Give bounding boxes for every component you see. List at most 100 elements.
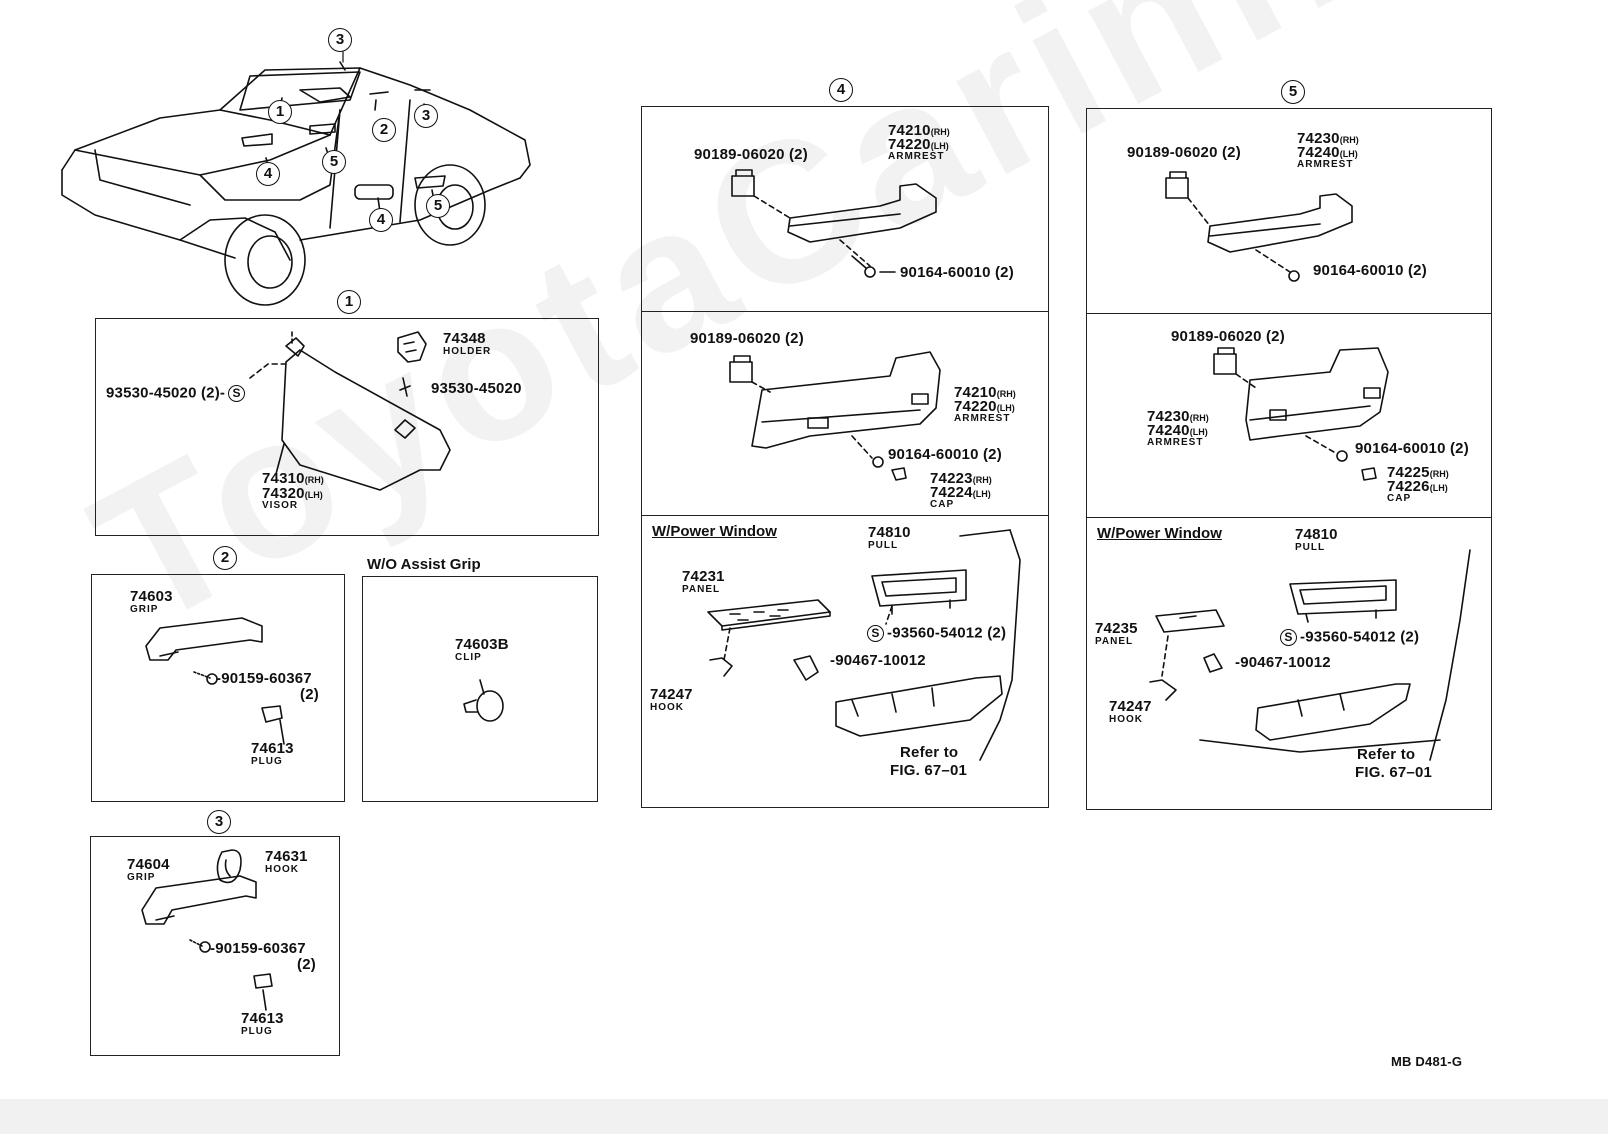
callout-5-car-door: 5 xyxy=(426,194,450,218)
grip-74603-screw-qty: (2) xyxy=(300,686,319,703)
visor-screw-right: 93530-45020 xyxy=(431,380,522,397)
s-mark-icon: S xyxy=(1280,629,1297,646)
armrest-5a-drawing xyxy=(1165,171,1353,282)
grip-74603-screw: -90159-60367 xyxy=(216,670,312,687)
armrest-4a-name: ARMREST xyxy=(888,151,945,162)
clip-name: CLIP xyxy=(455,652,482,663)
power-window-4-drawing xyxy=(707,529,1021,761)
clip-74603b-drawing xyxy=(463,679,504,722)
callout-2-car: 2 xyxy=(372,118,396,142)
hook-5-number: 74247 xyxy=(1109,698,1152,715)
cap-4-lh: 74224(LH) xyxy=(930,484,991,501)
plug-74613-b-name: PLUG xyxy=(241,1026,273,1037)
hook-74631-number: 74631 xyxy=(265,848,308,865)
panel-4-number: 74231 xyxy=(682,568,725,585)
plug-74613-name: PLUG xyxy=(251,756,283,767)
hook-4-name: HOOK xyxy=(650,702,684,713)
callout-4-car: 4 xyxy=(256,162,280,186)
callout-4-car-door: 4 xyxy=(369,208,393,232)
callout-1-section: 1 xyxy=(337,290,361,314)
fig-5: FIG. 67–01 xyxy=(1355,764,1433,781)
callout-3-top: 3 xyxy=(328,28,352,52)
grip-74604-screw: -90159-60367 xyxy=(210,940,306,957)
grip-74604-screw-qty: (2) xyxy=(297,956,316,973)
bracket-4a: 90189-06020 (2) xyxy=(694,146,808,163)
clip-number: 74603B xyxy=(455,636,509,653)
callout-5-section: 5 xyxy=(1281,80,1305,104)
car-overview-drawing xyxy=(61,61,531,306)
armrest-5b-lh: 74240(LH) xyxy=(1147,422,1208,439)
visor-screw-left: 93530-45020 (2)-S xyxy=(106,385,248,402)
armrest-4b-name: ARMREST xyxy=(954,413,1011,424)
grip-74603-number: 74603 xyxy=(130,588,173,605)
grip-74604-name: GRIP xyxy=(127,872,156,883)
screw-4b: 90164-60010 (2) xyxy=(888,446,1002,463)
power-window-5-drawing xyxy=(1149,549,1471,761)
holder-part-number: 74348 xyxy=(443,330,486,347)
armrest-5a-lh: 74240(LH) xyxy=(1297,144,1358,161)
callout-3-section: 3 xyxy=(207,810,231,834)
bottom-band xyxy=(0,1099,1608,1134)
armrest-5b-drawing xyxy=(1213,347,1389,481)
screw-5c: S-93560-54012 (2) xyxy=(1277,629,1419,646)
screw-5b: 90164-60010 (2) xyxy=(1355,440,1469,457)
grip-74603-panel: 74603 GRIP -90159-60367 (2) 74613 PLUG xyxy=(91,574,345,802)
clip-5c: -90467-10012 xyxy=(1235,654,1331,671)
divider-5b xyxy=(1087,517,1491,518)
grip-74603-name: GRIP xyxy=(130,604,159,615)
cap-5-rh: 74225(RH) xyxy=(1387,464,1449,481)
armrest-5b-name: ARMREST xyxy=(1147,437,1204,448)
armrest-5a-rh: 74230(RH) xyxy=(1297,130,1359,147)
cap-4-name: CAP xyxy=(930,499,955,510)
visor-rh-number: 74310(RH) xyxy=(262,470,324,487)
plug-74613-b-number: 74613 xyxy=(241,1010,284,1027)
grip-74604-number: 74604 xyxy=(127,856,170,873)
screw-4c: S-93560-54012 (2) xyxy=(864,625,1006,642)
bracket-4b: 90189-06020 (2) xyxy=(690,330,804,347)
holder-name: HOLDER xyxy=(443,346,492,357)
armrest-4b-rh: 74210(RH) xyxy=(954,384,1016,401)
screw-5a: 90164-60010 (2) xyxy=(1313,262,1427,279)
callout-4-section: 4 xyxy=(829,78,853,102)
armrest-4b-drawing xyxy=(729,351,941,481)
hook-5-name: HOOK xyxy=(1109,714,1143,725)
armrest-4a-rh: 74210(RH) xyxy=(888,122,950,139)
pull-5-number: 74810 xyxy=(1295,526,1338,543)
drawing-code: MB D481-G xyxy=(1391,1054,1463,1069)
panel-5-number: 74235 xyxy=(1095,620,1138,637)
callout-2-section: 2 xyxy=(213,546,237,570)
visor-name: VISOR xyxy=(262,500,299,511)
divider-5a xyxy=(1087,313,1491,314)
visor-panel: 74348 HOLDER 93530-45020 (2)-S 93530-450… xyxy=(95,318,599,536)
cap-4-rh: 74223(RH) xyxy=(930,470,992,487)
plug-74613-number: 74613 xyxy=(251,740,294,757)
armrest-4a-lh: 74220(LH) xyxy=(888,136,949,153)
power-window-5-title: W/Power Window xyxy=(1097,525,1222,542)
armrest-5b-rh: 74230(RH) xyxy=(1147,408,1209,425)
bracket-5a: 90189-06020 (2) xyxy=(1127,144,1241,161)
pull-5-name: PULL xyxy=(1295,542,1326,553)
armrest-5a-name: ARMREST xyxy=(1297,159,1354,170)
callout-1-car: 1 xyxy=(268,100,292,124)
s-mark-icon: S xyxy=(228,385,246,402)
clip-4c: -90467-10012 xyxy=(830,652,926,669)
hook-74631-name: HOOK xyxy=(265,864,299,875)
s-mark-icon: S xyxy=(867,625,884,642)
fig-4: FIG. 67–01 xyxy=(890,762,968,779)
armrest-4b-lh: 74220(LH) xyxy=(954,398,1015,415)
clip-panel: 74603B CLIP xyxy=(362,576,598,802)
divider-4a xyxy=(642,311,1048,312)
pull-4-name: PULL xyxy=(868,540,899,551)
panel-5-name: PANEL xyxy=(1095,636,1134,647)
visor-drawing xyxy=(249,331,451,491)
pull-4-number: 74810 xyxy=(868,524,911,541)
refer-4: Refer to xyxy=(900,744,959,761)
wo-assist-grip-title: W/O Assist Grip xyxy=(367,556,481,573)
grip-74604-panel: 74604 GRIP 74631 HOOK -90159-60367 (2) 7… xyxy=(90,836,340,1056)
power-window-4-title: W/Power Window xyxy=(652,523,777,540)
cap-5-lh: 74226(LH) xyxy=(1387,478,1448,495)
refer-5: Refer to xyxy=(1357,746,1416,763)
callout-3-car: 3 xyxy=(414,104,438,128)
screw-4a: 90164-60010 (2) xyxy=(900,264,1014,281)
grip-74603-drawing xyxy=(145,617,285,745)
